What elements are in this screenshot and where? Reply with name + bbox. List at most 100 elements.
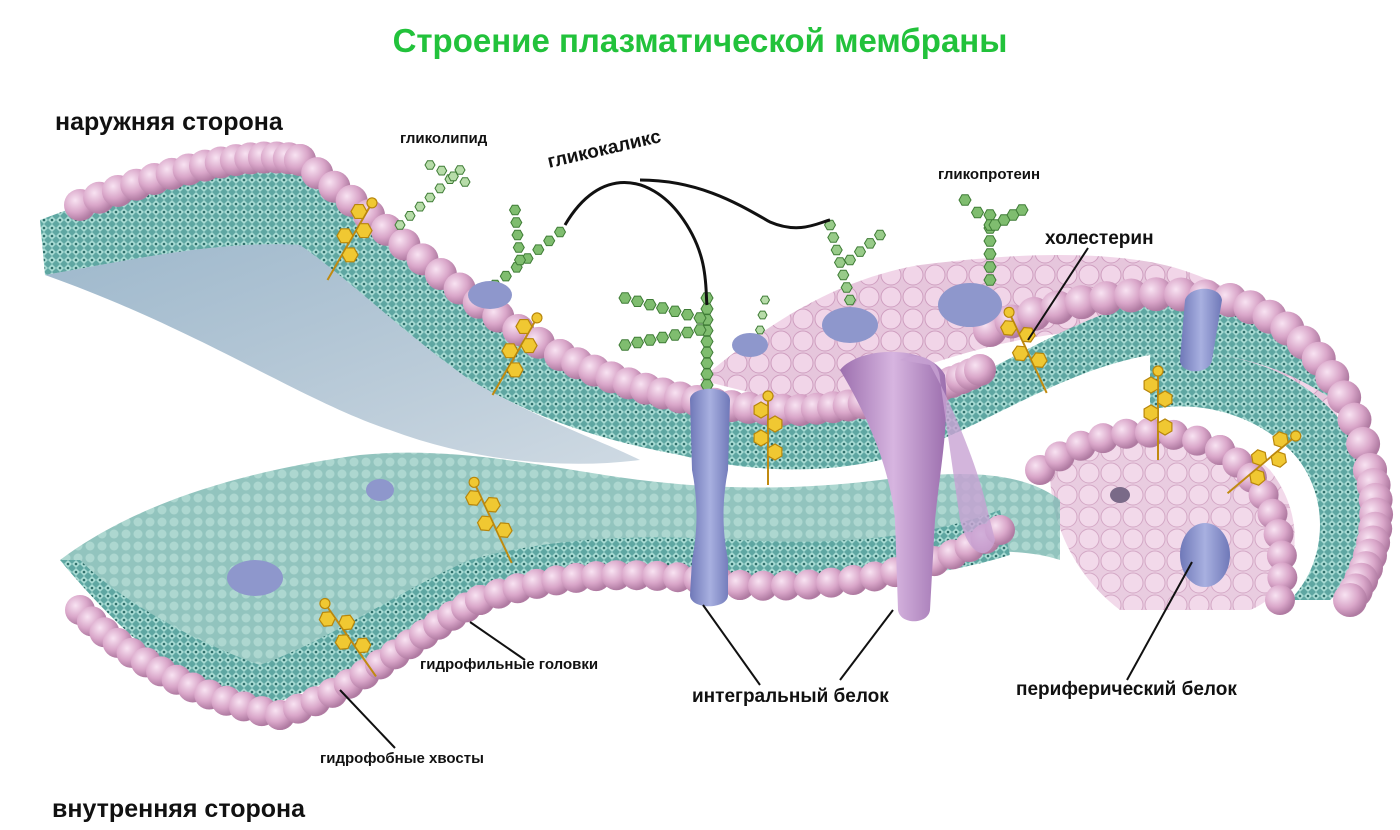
integral-protein-purple-2 xyxy=(900,356,995,554)
sugar-unit xyxy=(655,302,670,314)
sugar-unit xyxy=(394,220,406,230)
inner-pore xyxy=(1110,487,1130,503)
sugar-unit xyxy=(837,269,850,281)
phospholipid-head xyxy=(793,569,824,600)
sugar-unit xyxy=(643,299,657,311)
sugar-unit xyxy=(630,336,645,349)
label-cholesterol: холестерин xyxy=(1045,228,1154,249)
sugar-unit xyxy=(853,246,867,257)
sugar-unit xyxy=(630,295,645,307)
cholesterol xyxy=(326,197,378,281)
sugar-unit xyxy=(459,177,471,187)
label-outer-side: наружняя сторона xyxy=(55,108,283,136)
sugar-unit xyxy=(447,171,459,182)
sugar-unit xyxy=(510,217,523,228)
surface-protein-1 xyxy=(938,283,1002,327)
label-inner-side: внутренняя сторона xyxy=(52,795,306,823)
integral-protein-blue xyxy=(690,388,730,607)
glycocalyx-line xyxy=(563,178,831,306)
surface-protein-3 xyxy=(732,333,768,357)
sugar-unit xyxy=(873,229,887,241)
sugar-unit xyxy=(553,226,567,238)
sugar-unit xyxy=(970,206,985,219)
sugar-unit xyxy=(499,270,512,282)
sugar-unit xyxy=(508,204,522,216)
upper-bilayer xyxy=(40,164,1360,470)
label-glycoprotein: гликопротеин xyxy=(938,166,1041,183)
sugar-unit xyxy=(843,294,857,306)
sugar-unit xyxy=(757,310,768,320)
phospholipid-head xyxy=(1089,281,1124,316)
pointer-lines xyxy=(339,247,1193,749)
sugar-unit xyxy=(863,238,877,249)
sugar-unit xyxy=(436,165,448,176)
phospholipid-head xyxy=(771,570,802,601)
sugar-unit xyxy=(512,242,525,253)
label-glycolipid: гликолипид xyxy=(400,130,488,147)
sugar-unit xyxy=(840,282,853,293)
sugar-unit xyxy=(434,183,446,194)
sugar-unit xyxy=(668,329,682,341)
sugar-unit xyxy=(958,194,972,206)
lower-bilayer xyxy=(60,510,1010,710)
phospholipid-heads xyxy=(64,141,1394,730)
sugar-unit xyxy=(843,254,857,266)
inner-protein-2 xyxy=(366,479,394,501)
sugar-unit xyxy=(700,379,714,391)
sugar-unit xyxy=(693,324,707,336)
sugar-unit xyxy=(513,254,527,266)
sugar-unit xyxy=(618,339,632,351)
sugar-unit xyxy=(983,274,997,286)
phospholipid-head xyxy=(1346,426,1381,461)
sugar-unit xyxy=(414,201,426,212)
integral-protein-purple xyxy=(840,351,947,622)
inner-protein-1 xyxy=(227,560,283,596)
sugar-unit xyxy=(700,357,714,369)
sugar-unit xyxy=(511,229,524,241)
surface-protein-2 xyxy=(822,307,878,343)
cholesterol xyxy=(465,476,513,564)
sugar-unit xyxy=(424,160,436,170)
sugar-unit xyxy=(827,232,840,243)
sugar-unit xyxy=(454,165,466,175)
right-bilayer xyxy=(1150,352,1369,600)
phospholipid-head xyxy=(816,567,847,598)
sugar-unit xyxy=(983,235,997,247)
cholesterol-molecules xyxy=(318,197,1302,678)
cholesterol xyxy=(318,597,377,678)
phospholipid-head xyxy=(1139,277,1174,312)
flap-shadow xyxy=(45,244,640,464)
sugar-unit xyxy=(700,368,714,380)
sugar-unit xyxy=(680,309,695,321)
sugar-unit xyxy=(833,257,847,268)
sugar-unit xyxy=(983,209,997,221)
integral-protein-blue-right xyxy=(1180,288,1222,372)
peripheral-protein xyxy=(1180,523,1230,587)
glyco-chains xyxy=(394,160,1029,391)
label-hydrophobic-tails: гидрофобные хвосты xyxy=(320,750,484,767)
phospholipid-head xyxy=(1111,418,1142,449)
cholesterol xyxy=(753,390,783,485)
sugar-unit xyxy=(823,219,837,231)
sugar-unit xyxy=(754,325,766,335)
cholesterol xyxy=(1226,430,1302,494)
sugar-unit xyxy=(700,335,714,348)
sugar-unit xyxy=(983,248,997,260)
sugar-unit xyxy=(680,326,695,339)
phospholipid-head xyxy=(725,570,755,600)
page-title: Строение плазматической мембраны xyxy=(392,22,1008,59)
phospholipid-head xyxy=(1266,540,1297,571)
phospholipid-head xyxy=(1267,562,1298,593)
sugar-unit xyxy=(1015,204,1029,216)
label-hydrophilic-heads: гидрофильные головки xyxy=(420,656,599,673)
sugar-unit xyxy=(830,244,843,256)
phospholipid-head xyxy=(1088,423,1119,454)
sugar-unit xyxy=(655,331,670,344)
sugar-unit xyxy=(643,334,657,346)
sugar-unit xyxy=(700,346,714,359)
sugar-unit xyxy=(668,305,682,317)
cholesterol xyxy=(1143,365,1173,460)
sugar-unit xyxy=(693,312,707,324)
sugar-unit xyxy=(532,244,545,255)
